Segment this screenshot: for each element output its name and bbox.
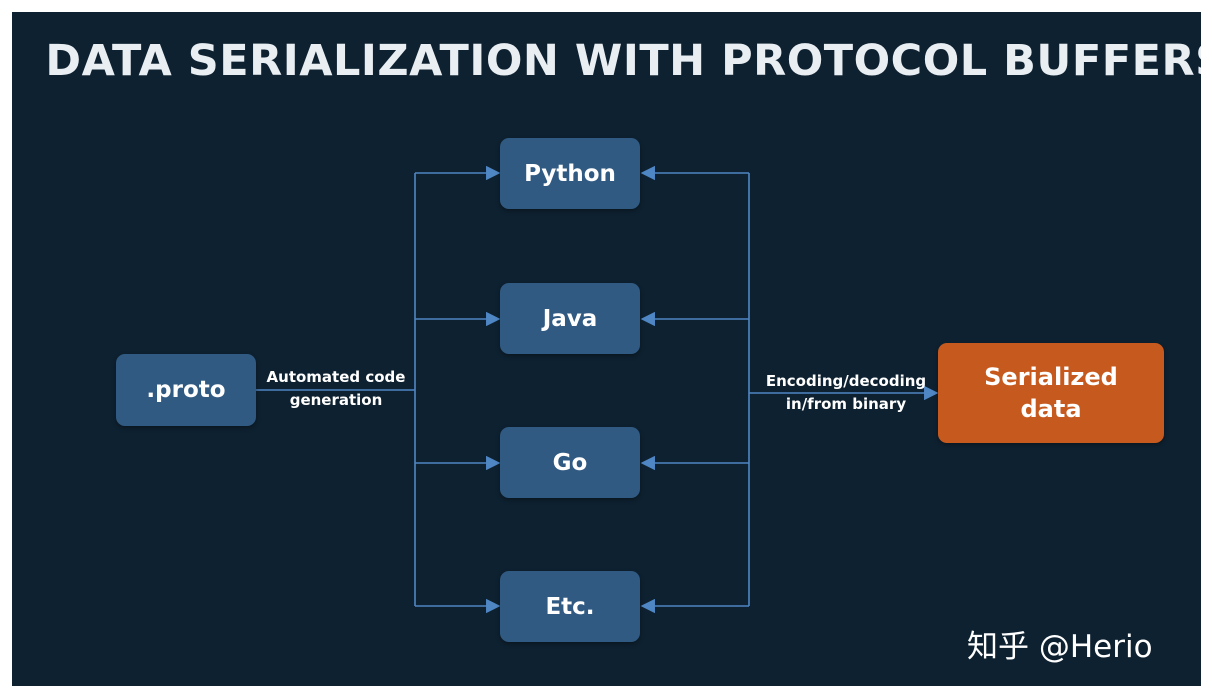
watermark-text: 知乎 @Herio bbox=[967, 629, 1153, 665]
codegen-edge-label: Automated code generation bbox=[266, 368, 406, 409]
serialized-data-node: Serialized data bbox=[938, 343, 1164, 443]
encoding-edge-label: Encoding/decoding in/from binary bbox=[765, 372, 927, 413]
etc-node: Etc. bbox=[500, 571, 640, 642]
java-node: Java bbox=[500, 283, 640, 354]
connector-lines bbox=[256, 165, 939, 614]
go-node: Go bbox=[500, 427, 640, 498]
proto-node: .proto bbox=[116, 354, 256, 426]
python-node: Python bbox=[500, 138, 640, 209]
slide-title: DATA SERIALIZATION WITH PROTOCOL BUFFERS bbox=[45, 36, 1201, 86]
slide-canvas: DATA SERIALIZATION WITH PROTOCOL BUFFERS… bbox=[12, 12, 1201, 686]
